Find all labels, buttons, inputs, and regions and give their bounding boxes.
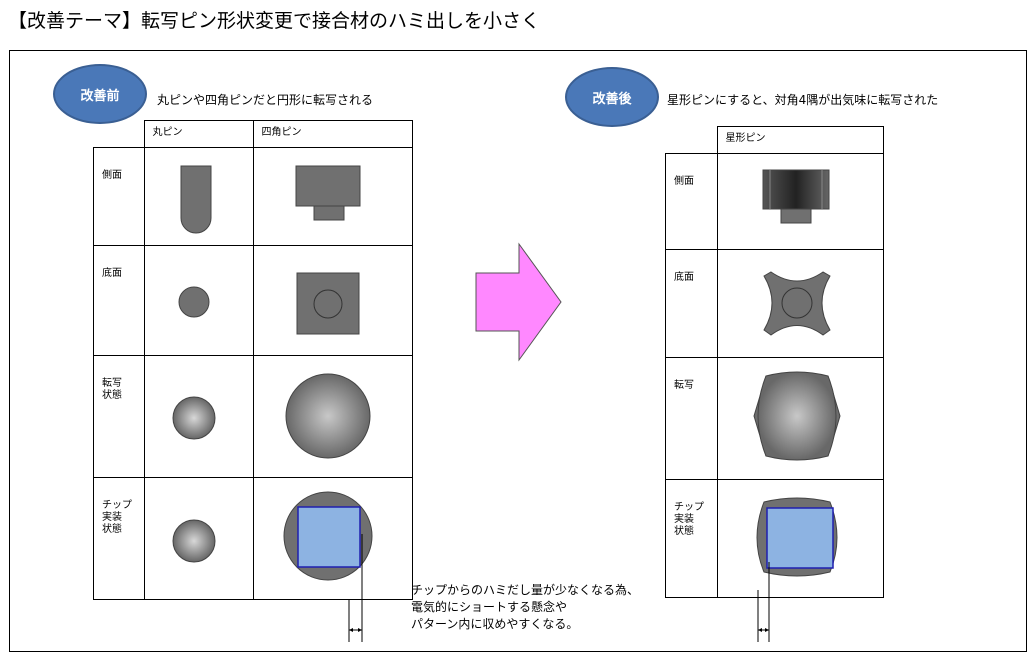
overhang-dimension-before xyxy=(348,534,363,642)
star-pin-transfer-cell xyxy=(716,357,884,480)
round-pin-side-cell xyxy=(143,147,254,246)
page-title: 【改善テーマ】転写ピン形状変更で接合材のハミ出しを小さく xyxy=(8,10,541,32)
star-pin-side-shape xyxy=(762,169,829,224)
square-pin-side-cell xyxy=(252,147,413,246)
corner-blank xyxy=(93,120,145,148)
row-label-bottom: 底面 xyxy=(93,245,145,356)
star-pin-bottom-shape xyxy=(762,271,831,336)
square-pin-chip-shape xyxy=(283,491,372,581)
star-pin-bottom-cell xyxy=(716,249,884,358)
row-label-transfer: 転写 状態 xyxy=(93,355,145,478)
improvement-arrow xyxy=(475,242,562,362)
round-pin-chip-shape xyxy=(172,519,215,563)
after-caption: 星形ピンにすると、対角4隅が出気味に転写された xyxy=(667,93,939,107)
round-pin-bottom-shape xyxy=(178,286,209,318)
row-label-side: 側面 xyxy=(93,147,145,246)
star-pin-chip-shape xyxy=(756,497,837,577)
after-table: 星形ピン 側面 底面 転写 xyxy=(665,126,884,598)
before-table: 丸ピン 四角ピン 側面 底面 転 xyxy=(93,120,413,600)
square-pin-side-shape xyxy=(295,165,360,221)
round-pin-transfer-shape xyxy=(172,396,215,440)
square-pin-bottom-shape xyxy=(296,272,359,335)
result-note: チップからのハミだし量が少なくなる為、 電気的にショートする懸念や パターン内に… xyxy=(411,583,640,631)
after-badge: 改善後 xyxy=(565,67,659,127)
square-pin-chip-cell xyxy=(252,477,413,600)
col-header-round-pin: 丸ピン xyxy=(143,120,254,148)
row-label-side-after: 側面 xyxy=(665,153,718,250)
row-label-chip-mount-after: チップ 実装 状態 xyxy=(665,479,718,598)
round-pin-chip-cell xyxy=(143,477,254,600)
square-pin-transfer-cell xyxy=(252,355,413,478)
overhang-dimension-after xyxy=(757,562,770,642)
square-pin-transfer-shape xyxy=(285,373,370,459)
before-caption: 丸ピンや四角ピンだと円形に転写される xyxy=(157,93,374,107)
before-badge: 改善前 xyxy=(53,64,147,124)
diagram-frame xyxy=(9,50,1027,652)
col-header-square-pin: 四角ピン xyxy=(252,120,413,148)
square-pin-bottom-cell xyxy=(252,245,413,356)
round-pin-bottom-cell xyxy=(143,245,254,356)
row-label-transfer-after: 転写 xyxy=(665,357,718,480)
round-pin-side-shape xyxy=(180,165,211,234)
star-pin-chip-cell xyxy=(716,479,884,598)
row-label-chip-mount: チップ 実装 状態 xyxy=(93,477,145,600)
star-pin-side-cell xyxy=(716,153,884,250)
row-label-bottom-after: 底面 xyxy=(665,249,718,358)
corner-blank-after xyxy=(665,126,718,154)
col-header-star-pin: 星形ピン xyxy=(716,126,884,154)
star-pin-transfer-shape xyxy=(753,371,840,461)
round-pin-transfer-cell xyxy=(143,355,254,478)
